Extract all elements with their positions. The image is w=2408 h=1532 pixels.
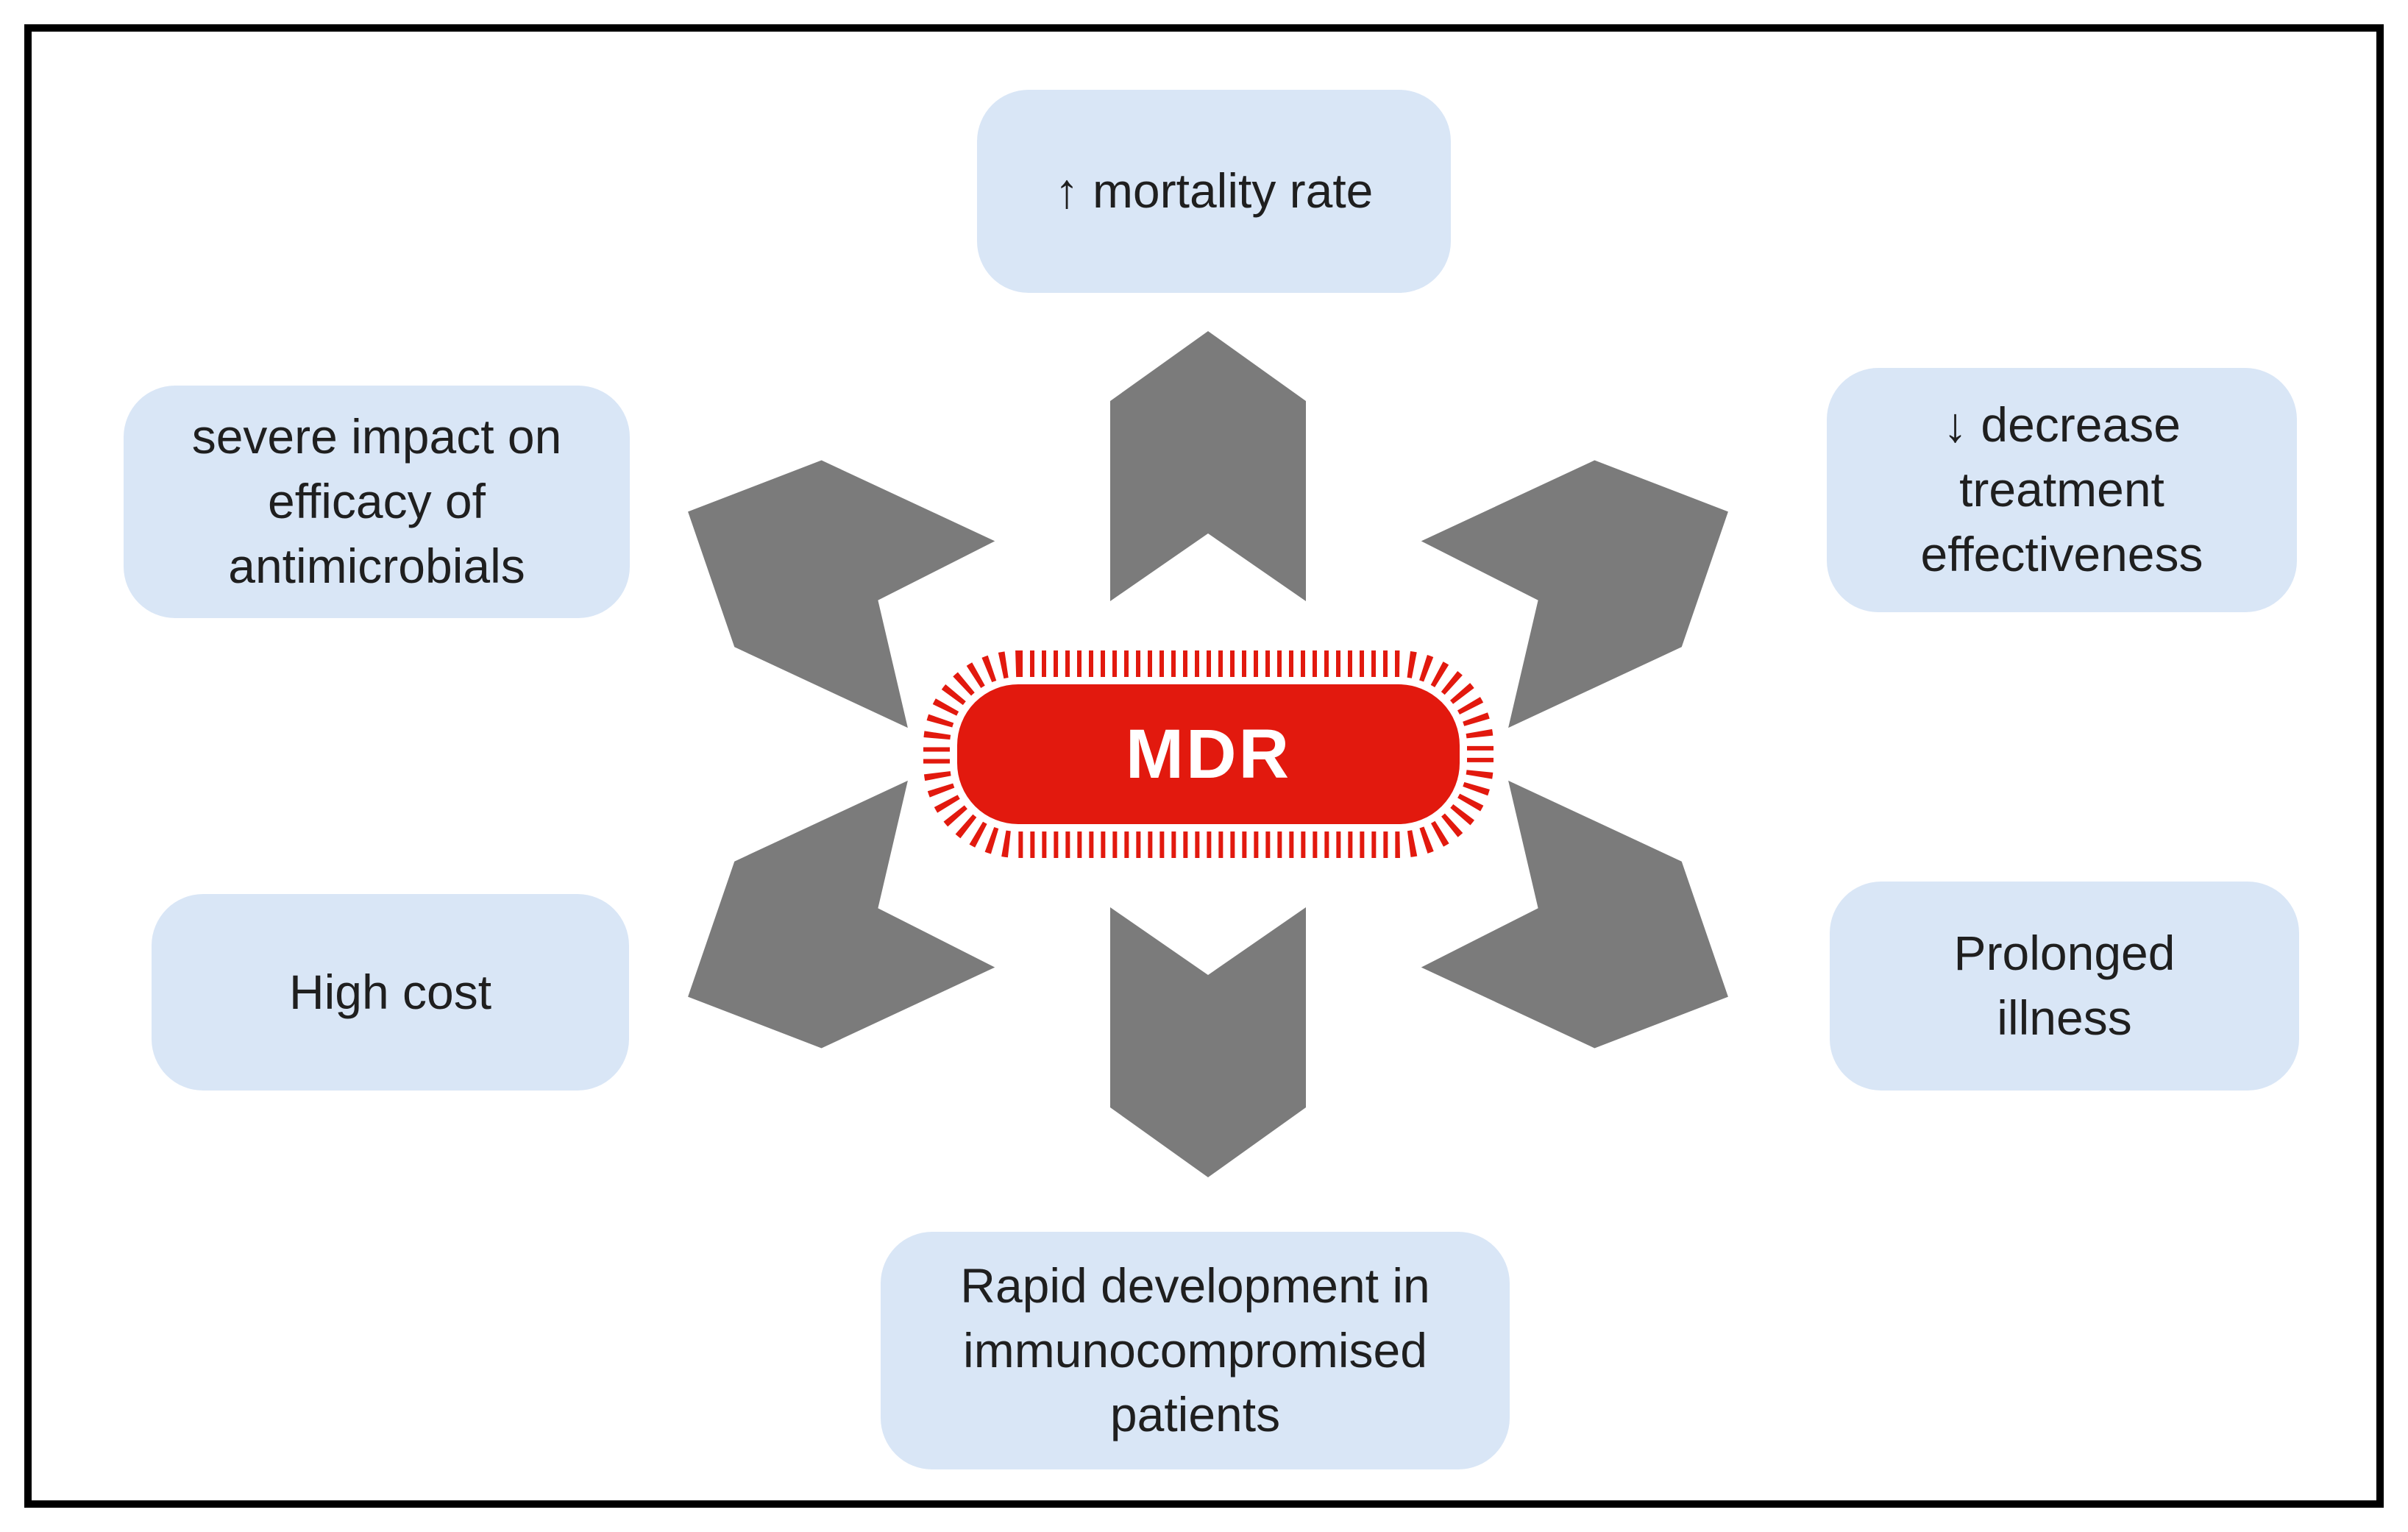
arrow-up-icon [1110,331,1306,601]
arrow-up-right-icon [1421,460,1728,728]
arrow-down-icon [1110,907,1306,1177]
mdr-label: MDR [1125,714,1292,793]
effect-box-treatment-effectiveness: ↓ decrease treatment effectiveness [1827,368,2297,612]
capsule-body [950,677,1467,831]
effect-box-high-cost: High cost [152,894,629,1091]
arrow-down-left-icon [688,780,995,1049]
effect-box-rapid-development: Rapid development in immunocompromised p… [881,1232,1510,1469]
effect-box-prolonged-illness: Prolonged illness [1830,882,2299,1091]
effect-box-antimicrobial-efficacy: severe impact on efficacy of antimicrobi… [124,386,630,618]
effect-box-mortality-rate: ↑ mortality rate [977,90,1451,293]
mdr-capsule [923,650,1494,858]
arrow-down-right-icon [1421,780,1728,1049]
arrow-up-left-icon [688,460,995,728]
